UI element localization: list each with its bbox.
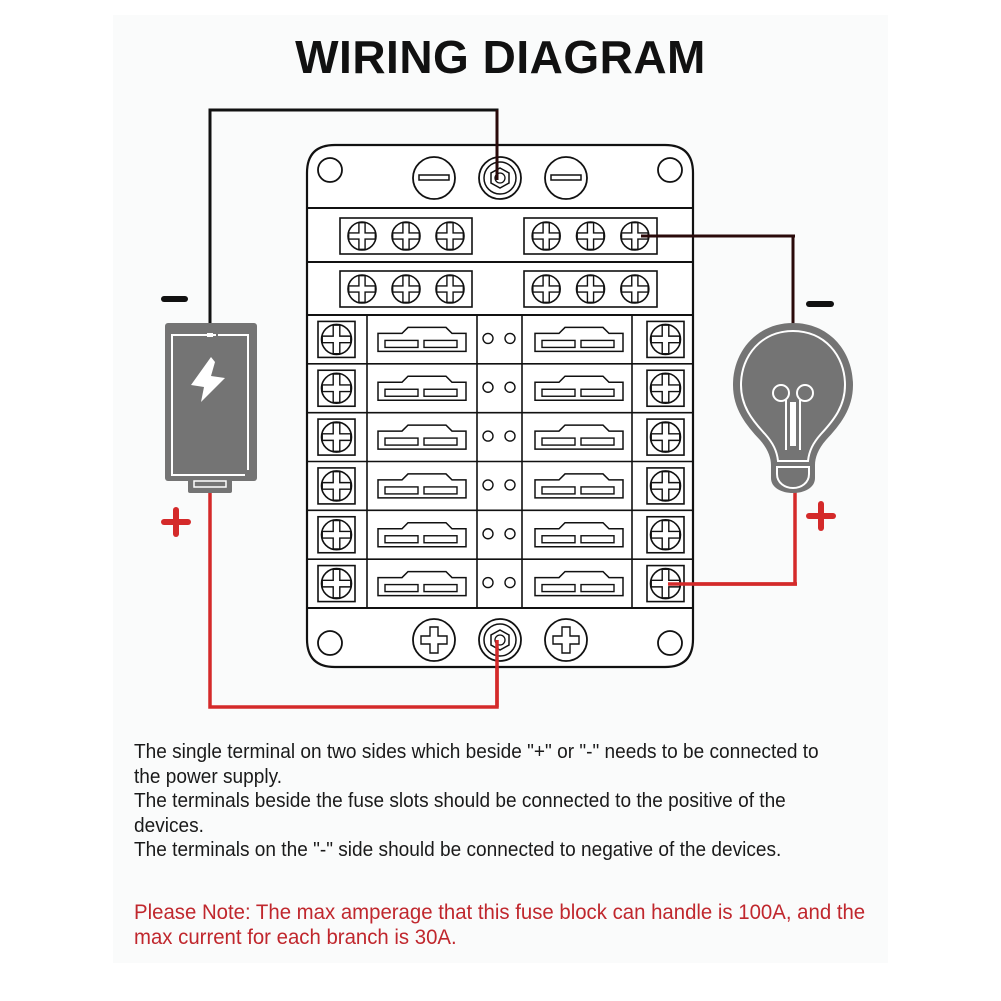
bulb-positive-sign <box>806 501 836 531</box>
positive-branch-terminal-right[interactable] <box>651 471 681 501</box>
negative-main-post[interactable] <box>479 157 521 199</box>
negative-bus-terminal[interactable] <box>577 222 605 250</box>
indicator-led <box>505 480 515 490</box>
positive-branch-terminal-left[interactable] <box>322 324 352 354</box>
indicator-led <box>483 480 493 490</box>
positive-branch-terminal-left[interactable] <box>322 422 352 452</box>
bus-terminal-group <box>524 218 657 254</box>
indicator-led <box>483 333 493 343</box>
indicator-led <box>505 382 515 392</box>
positive-branch-terminal-left[interactable] <box>322 471 352 501</box>
indicator-led <box>505 578 515 588</box>
battery-negative-sign <box>161 296 188 302</box>
bus-terminal-group <box>340 218 472 254</box>
negative-bus-terminal[interactable] <box>392 222 420 250</box>
bus-terminal-group <box>524 271 657 307</box>
negative-bus-terminal[interactable] <box>436 222 464 250</box>
bulb-negative-sign <box>806 301 834 307</box>
negative-bus-terminal[interactable] <box>532 275 560 303</box>
instruction-line: The single terminal on two sides which b… <box>134 740 841 789</box>
positive-branch-terminal-right[interactable] <box>651 373 681 403</box>
indicator-led <box>483 382 493 392</box>
light-bulb-icon <box>733 323 853 493</box>
indicator-led <box>505 431 515 441</box>
positive-branch-terminal-right[interactable] <box>651 324 681 354</box>
positive-main-post[interactable] <box>479 619 521 661</box>
positive-branch-terminal-right[interactable] <box>651 520 681 550</box>
instructions: The single terminal on two sides which b… <box>134 740 841 863</box>
battery-positive-sign <box>161 507 191 537</box>
negative-bus-terminal[interactable] <box>436 275 464 303</box>
indicator-led <box>483 431 493 441</box>
negative-bus-terminal[interactable] <box>577 275 605 303</box>
indicator-led <box>483 529 493 539</box>
negative-bus-terminal[interactable] <box>532 222 560 250</box>
wiring-diagram <box>0 0 1001 740</box>
negative-post-area <box>413 157 587 199</box>
positive-branch-terminal-right[interactable] <box>651 422 681 452</box>
instruction-line: The terminals on the "-" side should be … <box>134 838 841 863</box>
negative-bus-terminal[interactable] <box>392 275 420 303</box>
bus-terminal-group <box>340 271 472 307</box>
negative-bus-terminal[interactable] <box>621 275 649 303</box>
battery-icon <box>165 323 257 493</box>
positive-branch-terminal-left[interactable] <box>322 569 352 599</box>
indicator-led <box>505 333 515 343</box>
negative-bus-terminal[interactable] <box>348 222 376 250</box>
indicator-led <box>505 529 515 539</box>
amperage-warning: Please Note: The max amperage that this … <box>134 900 891 950</box>
positive-branch-terminal-left[interactable] <box>322 373 352 403</box>
negative-bus-terminal[interactable] <box>348 275 376 303</box>
instruction-line: The terminals beside the fuse slots shou… <box>134 789 841 838</box>
positive-post-area <box>413 619 587 661</box>
indicator-led <box>483 578 493 588</box>
positive-branch-terminal-left[interactable] <box>322 520 352 550</box>
